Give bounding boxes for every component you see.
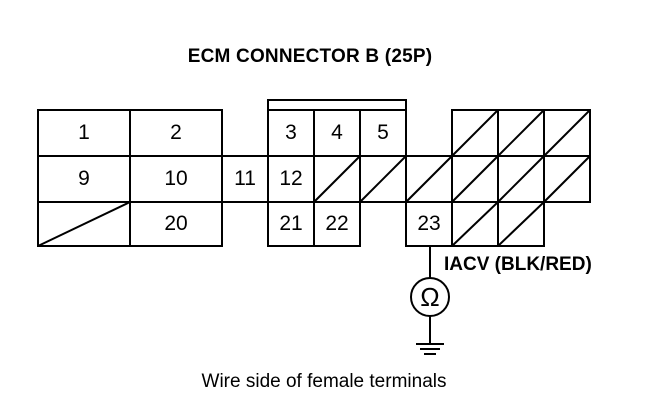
ohm-icon: Ω [420, 282, 440, 312]
cell-20 [129, 201, 223, 247]
terminal-label-4: 4 [331, 121, 343, 144]
terminal-label-23: 23 [417, 212, 441, 235]
terminal-label-5: 5 [377, 121, 389, 144]
terminal-label-22: 22 [325, 212, 349, 235]
terminal-label-3: 3 [285, 121, 297, 144]
terminal-label-21: 21 [279, 212, 303, 235]
connector-lock-tab [267, 99, 407, 110]
terminal-label-12: 12 [279, 167, 303, 190]
terminal-label-11: 11 [234, 167, 256, 190]
connector-title: ECM CONNECTOR B (25P) [187, 46, 433, 67]
diagram-caption: Wire side of female terminals [201, 371, 447, 392]
terminal-label-9: 9 [78, 167, 90, 190]
iacv-wire-label: IACV (BLK/RED) [444, 254, 592, 275]
terminal-label-10: 10 [164, 167, 188, 190]
terminal-label-1: 1 [78, 121, 90, 144]
terminal-label-2: 2 [170, 121, 182, 144]
terminal-label-20: 20 [164, 212, 188, 235]
cell-22 [313, 201, 361, 247]
cell-blank-diagonal [37, 201, 131, 247]
